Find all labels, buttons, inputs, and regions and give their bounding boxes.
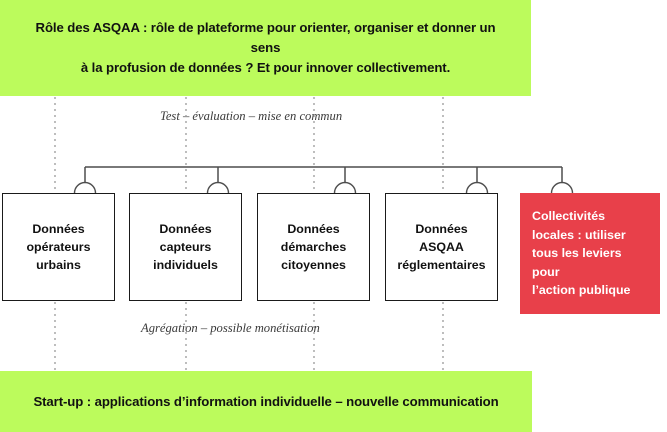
banner-bottom-line-1: Start-up : applications d’information in… xyxy=(33,393,499,409)
node-4-line-1: Données xyxy=(415,222,468,236)
caption-test-evaluation: Test – évaluation – mise en commun xyxy=(160,109,343,123)
node-red-line-2: locales : utiliser xyxy=(532,227,626,242)
node-2-line-1: Données xyxy=(159,222,212,236)
node-2-line-3: individuels xyxy=(153,258,218,272)
banner-bottom-text: Start-up : applications d’information in… xyxy=(33,392,498,412)
node-3-line-2: démarches xyxy=(280,240,347,254)
banner-role-asqaa: Rôle des ASQAA : rôle de plateforme pour… xyxy=(0,0,531,96)
banner-top-line-2: à la profusion de données ? Et pour inno… xyxy=(80,60,451,75)
node-3-line-1: Données xyxy=(287,222,340,236)
node-3-line-3: citoyennes xyxy=(281,258,346,272)
node-donnees-asqaa-reglementaires[interactable]: Données ASQAA réglementaires xyxy=(385,193,498,301)
node-1-line-3: urbains xyxy=(36,258,81,272)
node-4-line-2: ASQAA xyxy=(419,240,464,254)
node-red-line-4: l’action publique xyxy=(532,283,631,298)
node-collectivites-locales[interactable]: Collectivités locales : utiliser tous le… xyxy=(520,193,660,314)
node-1-line-1: Données xyxy=(32,222,85,236)
node-donnees-capteurs-individuels[interactable]: Données capteurs individuels xyxy=(129,193,242,301)
node-4-line-3: réglementaires xyxy=(397,258,486,272)
node-donnees-operateurs-urbains[interactable]: Données opérateurs urbains xyxy=(2,193,115,301)
node-1-line-2: opérateurs xyxy=(26,240,91,254)
banner-start-up: Start-up : applications d’information in… xyxy=(0,371,532,432)
dotted-guides-lower xyxy=(54,302,444,371)
node-2-line-2: capteurs xyxy=(159,240,212,254)
caption-agregation-monetisation: Agrégation – possible monétisation xyxy=(141,321,320,335)
node-red-line-3: tous les leviers pour xyxy=(532,246,622,279)
banner-top-text: Rôle des ASQAA : rôle de plateforme pour… xyxy=(26,18,505,78)
bus-connector xyxy=(84,166,563,183)
node-donnees-demarches-citoyennes[interactable]: Données démarches citoyennes xyxy=(257,193,370,301)
banner-top-line-1: Rôle des ASQAA : rôle de plateforme pour… xyxy=(35,20,496,55)
node-red-line-1: Collectivités xyxy=(532,209,605,224)
